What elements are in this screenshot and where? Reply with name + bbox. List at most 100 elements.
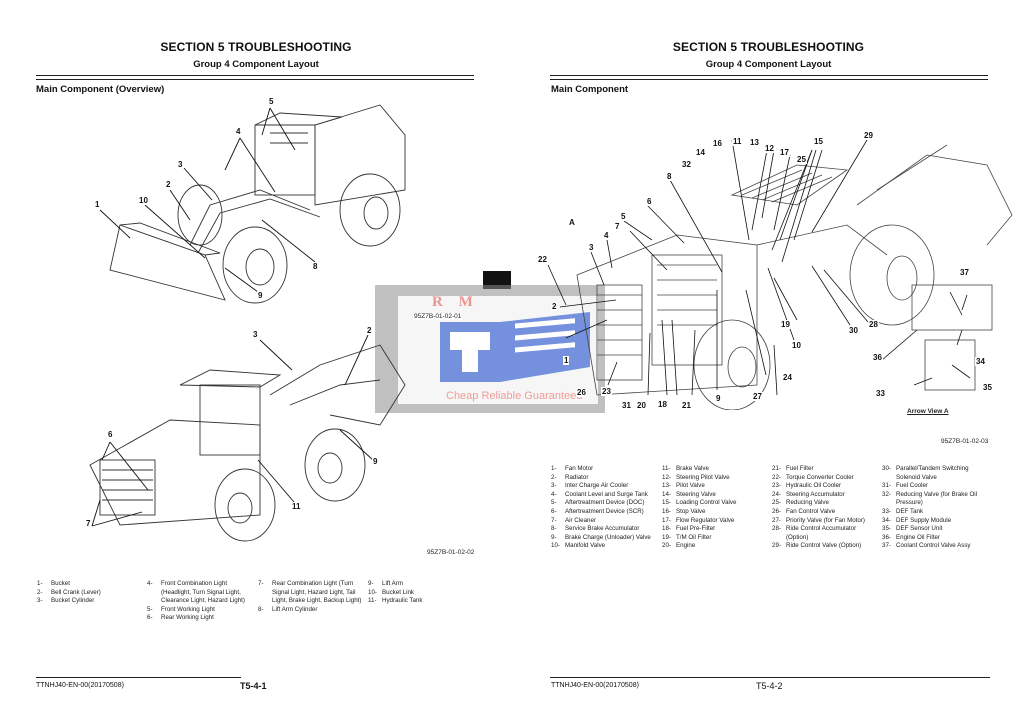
callout-35: 35 <box>982 383 993 392</box>
callout-27: 27 <box>752 392 763 401</box>
callout-8: 8 <box>666 172 673 181</box>
callout-9: 9 <box>715 394 722 403</box>
legend-item: 3-Inter Charge Air Cooler <box>551 482 629 490</box>
legend-item: 1-Fan Motor <box>551 465 594 472</box>
legend-item: 14-Steering Valve <box>662 490 716 498</box>
callout-10: 10 <box>791 341 802 350</box>
callout-12: 12 <box>764 144 775 153</box>
figure-code: 95Z7B-01-02-03 <box>941 438 989 445</box>
legend-item: 34-DEF Supply Module <box>882 516 952 524</box>
callout-6: 6 <box>646 197 653 206</box>
legend-column-1: 1-Bucket 2-Bell Crank (Lever) 3-Bucket C… <box>37 580 137 606</box>
legend-item: 18-Fuel Pre-Filter <box>662 525 716 533</box>
callout-9: 9 <box>257 291 264 300</box>
callout-30: 30 <box>848 326 859 335</box>
legend-item: 6-Aftertreatment Device (SCR) <box>551 507 644 515</box>
callout-9b: 9 <box>372 457 379 466</box>
footer-page-number: T5-4-2 <box>756 681 783 691</box>
callout-32: 32 <box>681 160 692 169</box>
legend-item: 31-Fuel Cooler <box>882 482 928 490</box>
callout-1: 1 <box>563 356 570 365</box>
callout-6: 6 <box>107 430 114 439</box>
callout-3b: 3 <box>252 330 259 339</box>
legend-item: 13-Pilot Valve <box>662 482 705 490</box>
legend-item: 21-Fuel Filter <box>772 465 814 472</box>
legend-item: 8-Service Brake Accumulator <box>551 525 640 533</box>
callout-16: 16 <box>712 139 723 148</box>
legend-item: 24-Steering Accumulator <box>772 490 845 498</box>
footer-rule <box>36 677 241 678</box>
callout-7: 7 <box>85 519 92 528</box>
legend-item: 4-Front Combination Light (Headlight, Tu… <box>147 580 245 605</box>
callout-14: 14 <box>695 148 706 157</box>
legend-item: 19-T/M Oil Filter <box>662 533 712 541</box>
legend-item: 28-Ride Control Accumulator (Option) <box>772 525 857 541</box>
callout-29: 29 <box>863 131 874 140</box>
footer-document-id: TTNHJ40-EN-00(20170508) <box>551 682 639 689</box>
legend-item: 9-Brake Charge (Unloader) Valve <box>551 533 651 541</box>
legend-item: 27-Priority Valve (for Fan Motor) <box>772 516 865 524</box>
legend-item: 10-Bucket Link <box>368 588 414 596</box>
legend-item: 3-Bucket Cylinder <box>37 597 95 605</box>
arrow-view-marker: A <box>568 218 576 227</box>
callout-15: 15 <box>813 137 824 146</box>
figure-leader-lines <box>547 139 971 396</box>
callout-5: 5 <box>268 97 275 106</box>
callout-25: 25 <box>796 155 807 164</box>
right-page: SECTION 5 TROUBLESHOOTING Group 4 Compon… <box>512 0 1025 722</box>
arrow-view-label: Arrow View A <box>907 408 949 415</box>
legend-item: 17-Flow Regulator Valve <box>662 516 735 524</box>
legend-item: 2-Radiator <box>551 473 589 481</box>
section-title: SECTION 5 TROUBLESHOOTING <box>672 40 865 54</box>
legend-item: 32-Reducing Valve (for Brake Oil Pressur… <box>882 490 978 507</box>
callout-31: 31 <box>621 401 632 410</box>
legend-item: 5-Aftertreatment Device (DOC) <box>551 499 645 507</box>
legend-column-1: 1-Fan Motor 2-Radiator 3-Inter Charge Ai… <box>551 465 659 551</box>
callout-2: 2 <box>165 180 172 189</box>
legend-item: 4-Coolant Level and Surge Tank <box>551 490 648 498</box>
legend-item: 26-Fan Control Valve <box>772 507 836 515</box>
legend-column-2: 11-Brake Valve 12-Steering Pilot Valve 1… <box>662 465 768 551</box>
footer-rule <box>550 677 990 678</box>
callout-17: 17 <box>779 148 790 157</box>
figure2-leader-lines <box>91 334 374 527</box>
legend-column-4: 9-Lift Arm 10-Bucket Link 11-Hydraulic T… <box>368 580 458 606</box>
callout-4: 4 <box>603 231 610 240</box>
callout-3: 3 <box>177 160 184 169</box>
legend-item: 2-Bell Crank (Lever) <box>37 588 101 596</box>
callout-22: 22 <box>537 255 548 264</box>
legend-item: 7-Air Cleaner <box>551 516 596 524</box>
legend-item: 8-Lift Arm Cylinder <box>258 605 318 613</box>
footer-document-id: TTNHJ40-EN-00(20170508) <box>36 682 124 689</box>
legend-item: 30-Parallel/Tandem Switching Solenoid Va… <box>882 465 969 481</box>
header-rule <box>36 75 474 80</box>
legend-item: 7-Rear Combination Light (Turn Signal Li… <box>258 580 362 605</box>
legend-column-3: 7-Rear Combination Light (Turn Signal Li… <box>258 580 363 614</box>
callout-20: 20 <box>636 401 647 410</box>
legend-item: 37-Coolant Control Valve Assy <box>882 542 971 550</box>
callout-37: 37 <box>959 268 970 277</box>
legend-item: 35-DEF Sensor Unit <box>882 525 943 533</box>
callout-13: 13 <box>749 138 760 147</box>
legend-item: 29-Ride Control Valve (Option) <box>772 542 862 550</box>
legend-item: 36-Engine Oil Filter <box>882 533 941 541</box>
legend-item: 22-Torque Converter Cooler <box>772 473 854 481</box>
legend-item: 12-Steering Pilot Valve <box>662 473 730 481</box>
callout-3: 3 <box>588 243 595 252</box>
loader-rear-view-figure <box>89 344 406 542</box>
callout-26: 26 <box>576 388 587 397</box>
figure-code: 95Z7B-01-02-02 <box>427 549 475 556</box>
callout-21: 21 <box>681 401 692 410</box>
legend-column-3: 21-Fuel Filter 22-Torque Converter Coole… <box>772 465 877 551</box>
callout-5: 5 <box>620 212 627 221</box>
callout-19: 19 <box>780 320 791 329</box>
figure1-leader-lines <box>99 107 316 293</box>
legend-item: 9-Lift Arm <box>368 580 403 587</box>
callout-11: 11 <box>291 502 302 511</box>
section-title: SECTION 5 TROUBLESHOOTING <box>160 40 352 54</box>
footer-page-number: T5-4-1 <box>240 681 267 691</box>
legend-column-2: 4-Front Combination Light (Headlight, Tu… <box>147 580 255 623</box>
legend-item: 15-Loading Control Valve <box>662 499 737 507</box>
left-page: SECTION 5 TROUBLESHOOTING Group 4 Compon… <box>0 0 512 722</box>
legend-item: 10-Manifold Valve <box>551 542 606 550</box>
